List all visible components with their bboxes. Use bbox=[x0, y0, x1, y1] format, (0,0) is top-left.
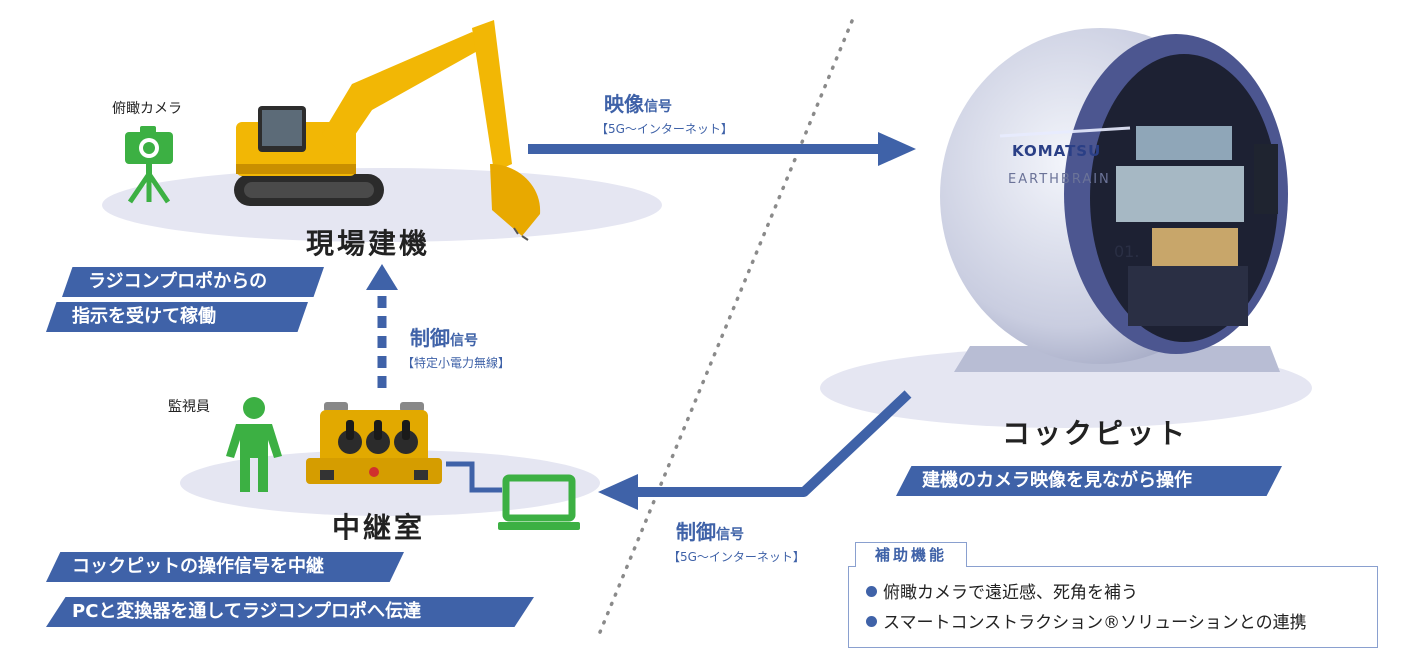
video-signal-sub: 【5G〜インターネット】 bbox=[596, 120, 733, 137]
control-net-signal-sub: 【5G〜インターネット】 bbox=[668, 548, 805, 565]
control-radio-signal-sub: 【特定小電力無線】 bbox=[402, 354, 510, 371]
control-net-signal-label: 制御信号 bbox=[676, 516, 744, 545]
cockpit-title: コックピット bbox=[1002, 412, 1188, 452]
assist-item-2: スマートコンストラクション®ソリューションとの連携 bbox=[866, 608, 1307, 633]
control-radio-signal-label: 制御信号 bbox=[410, 322, 478, 351]
control-net-arrow bbox=[594, 388, 916, 528]
control-radio-arrow bbox=[362, 262, 402, 396]
assist-item-1: 俯瞰カメラで遠近感、死角を補う bbox=[866, 578, 1138, 603]
pc-connector-line bbox=[444, 458, 504, 498]
relay-banner-line1: コックピットの操作信号を中継 bbox=[46, 552, 404, 582]
camera-icon bbox=[122, 122, 176, 204]
cockpit-brand-earthbrain: EARTHBRAIN bbox=[1008, 172, 1111, 187]
laptop-icon bbox=[496, 474, 582, 534]
cockpit-image bbox=[930, 16, 1300, 378]
person-icon bbox=[222, 396, 286, 494]
relay-title: 中継室 bbox=[332, 506, 425, 546]
cockpit-brand-komatsu: KOMATSU bbox=[1012, 142, 1101, 160]
relay-banner-line2: PCと変換器を通してラジコンプロポへ伝達 bbox=[46, 597, 534, 627]
site-banner-line2: 指示を受けて稼働 bbox=[46, 302, 308, 332]
radio-controller-image bbox=[300, 398, 448, 494]
site-banner-line1: ラジコンプロポからの bbox=[62, 267, 324, 297]
excavator-image bbox=[222, 14, 552, 242]
overhead-camera-label: 俯瞰カメラ bbox=[112, 98, 182, 118]
video-signal-label: 映像信号 bbox=[604, 88, 672, 117]
cockpit-number: 01. bbox=[1114, 242, 1139, 261]
assist-functions-title: 補助機能 bbox=[855, 542, 967, 567]
monitor-person-label: 監視員 bbox=[168, 396, 210, 416]
site-title: 現場建機 bbox=[306, 222, 430, 262]
cockpit-banner: 建機のカメラ映像を見ながら操作 bbox=[896, 466, 1282, 496]
